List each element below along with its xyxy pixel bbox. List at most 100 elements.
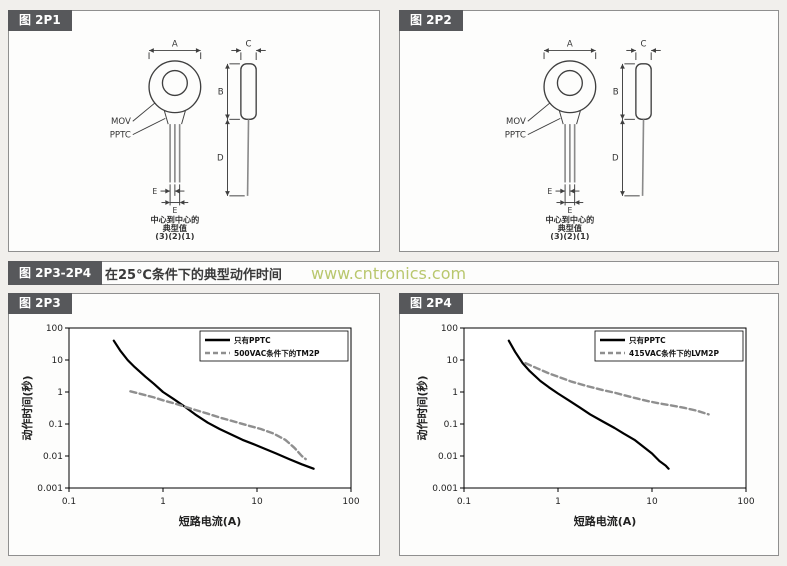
watermark-text: www.cntronics.com bbox=[311, 264, 467, 283]
mov-disc bbox=[543, 60, 597, 114]
component-drawing: A MOV PPTC bbox=[110, 40, 266, 240]
dimension-d: D bbox=[612, 119, 640, 197]
y-tick-label: 0.1 bbox=[444, 420, 458, 430]
pptc-body bbox=[558, 110, 581, 125]
dim-e-label-2: E bbox=[567, 206, 572, 215]
component-leads bbox=[169, 124, 181, 183]
y-tick-label: 1 bbox=[57, 388, 63, 398]
series-line-solid bbox=[112, 339, 315, 470]
series-line-dashed bbox=[524, 361, 710, 416]
component-side-view bbox=[240, 63, 257, 196]
series-line-solid bbox=[507, 339, 670, 470]
mov-disc bbox=[148, 60, 202, 114]
dim-d-label: D bbox=[217, 153, 224, 163]
x-tick-label: 100 bbox=[737, 497, 754, 507]
legend-box bbox=[594, 330, 744, 362]
panel-2p3-tag: 图 2P3 bbox=[8, 293, 72, 314]
section-header-tag: 图 2P3-2P4 bbox=[8, 261, 103, 285]
panel-2p2-drawing-slot: A MOV PPTC bbox=[400, 35, 778, 240]
component-drawing: A MOV PPTC bbox=[505, 40, 661, 240]
panel-2p1-drawing-slot: A MOV PPTC bbox=[9, 35, 379, 240]
dimension-e: E E bbox=[152, 184, 189, 215]
panel-2p4-chart-wrap: 0.1 1 10 100 100 10 1 0.1 0.01 0.001 只有PPTC 415VAC条… bbox=[400, 320, 778, 532]
panel-2p2-tag: 图 2P2 bbox=[399, 10, 463, 31]
pptc-callout: PPTC bbox=[505, 117, 561, 141]
dimension-a: A bbox=[148, 40, 202, 60]
dim-a-label: A bbox=[172, 40, 178, 50]
panel-2p1-tag: 图 2P1 bbox=[8, 10, 72, 31]
lead-spacing-caption: 中心到中心的 典型值 (3)(2)(1) bbox=[150, 215, 199, 240]
component-leads bbox=[564, 124, 576, 183]
dim-c-label: C bbox=[246, 40, 252, 50]
chart-2p4: 0.1 1 10 100 100 10 1 0.1 0.01 0.001 只有PPTC 415VAC条… bbox=[415, 324, 755, 528]
section-title: 在25℃条件下的典型动作时间 bbox=[105, 267, 282, 283]
x-tick-label: 10 bbox=[251, 497, 263, 507]
dimension-c: C bbox=[231, 40, 266, 61]
y-tick-label: 10 bbox=[447, 356, 459, 366]
y-axis-label: 动作时间(秒) bbox=[415, 375, 429, 440]
dimension-d: D bbox=[217, 119, 245, 197]
y-tick-label: 10 bbox=[52, 356, 64, 366]
dimension-c: C bbox=[626, 40, 661, 61]
y-tick-label: 100 bbox=[46, 324, 63, 334]
mov-label: MOV bbox=[111, 117, 131, 127]
panel-2p4-tag: 图 2P4 bbox=[399, 293, 463, 314]
legend-label: 500VAC条件下的TM2P bbox=[234, 348, 320, 358]
caption-line2: 典型值 bbox=[163, 223, 187, 233]
dim-b-label: B bbox=[613, 87, 619, 97]
dim-c-label: C bbox=[641, 40, 647, 50]
dim-b-label: B bbox=[218, 87, 224, 97]
chart-2p3: 0.1 1 10 100 100 10 1 0.1 0.01 0.001 只有PPTC 500VAC条… bbox=[20, 324, 360, 528]
x-tick-label: 1 bbox=[160, 497, 166, 507]
y-tick-label: 100 bbox=[441, 324, 458, 334]
y-tick-label: 0.01 bbox=[43, 452, 63, 462]
section-header-bar: 图 2P3-2P4 在25℃条件下的典型动作时间 www.cntronics.c… bbox=[8, 261, 779, 285]
pptc-label: PPTC bbox=[505, 131, 526, 141]
y-tick-label: 0.01 bbox=[438, 452, 458, 462]
y-tick-label: 0.001 bbox=[432, 484, 458, 494]
caption-line1: 中心到中心的 bbox=[545, 215, 594, 225]
dim-d-label: D bbox=[612, 153, 619, 163]
panel-2p3-chart-wrap: 0.1 1 10 100 100 10 1 0.1 0.01 0.001 只有PPTC 500VAC条… bbox=[9, 320, 379, 532]
legend-label: 只有PPTC bbox=[234, 335, 271, 345]
dim-a-label: A bbox=[567, 40, 573, 50]
y-tick-label: 0.001 bbox=[37, 484, 63, 494]
x-axis-label: 短路电流(A) bbox=[574, 514, 637, 528]
dimension-e: E E bbox=[547, 184, 584, 215]
caption-line1: 中心到中心的 bbox=[150, 215, 199, 225]
dimension-b: B bbox=[218, 63, 240, 120]
panel-2p3: 图 2P3 0.1 1 10 100 100 10 1 0.1 0.01 0.001 只有PPTC 5… bbox=[8, 293, 380, 556]
panel-2p4: 图 2P4 0.1 1 10 100 100 10 1 0.1 0.01 0.001 只有PPTC 4… bbox=[399, 293, 779, 556]
mov-label: MOV bbox=[506, 117, 526, 127]
legend-label: 只有PPTC bbox=[629, 335, 666, 345]
x-tick-label: 0.1 bbox=[62, 497, 76, 507]
x-tick-label: 100 bbox=[342, 497, 359, 507]
legend-label: 415VAC条件下的LVM2P bbox=[629, 348, 719, 358]
mov-callout: MOV bbox=[506, 102, 551, 127]
series-line-dashed bbox=[129, 390, 307, 461]
panel-2p1: 图 2P1 A MOV PPTC bbox=[8, 10, 380, 252]
panel-2p2: 图 2P2 A MOV PPTC bbox=[399, 10, 779, 252]
caption-line2: 典型值 bbox=[558, 223, 582, 233]
dimension-a: A bbox=[543, 40, 597, 60]
y-axis-label: 动作时间(秒) bbox=[20, 375, 34, 440]
y-tick-label: 0.1 bbox=[49, 420, 63, 430]
x-tick-label: 1 bbox=[555, 497, 561, 507]
pptc-label: PPTC bbox=[110, 131, 131, 141]
dim-e-label-1: E bbox=[547, 187, 552, 196]
dimension-b: B bbox=[613, 63, 635, 120]
component-side-view bbox=[635, 63, 652, 196]
caption-line3: (3)(2)(1) bbox=[550, 231, 590, 240]
mov-callout: MOV bbox=[111, 102, 156, 127]
pptc-callout: PPTC bbox=[110, 117, 166, 141]
x-axis-label: 短路电流(A) bbox=[179, 514, 242, 528]
x-tick-label: 0.1 bbox=[457, 497, 471, 507]
lead-spacing-caption: 中心到中心的 典型值 (3)(2)(1) bbox=[545, 215, 594, 240]
x-tick-label: 10 bbox=[646, 497, 658, 507]
dim-e-label-1: E bbox=[152, 187, 157, 196]
caption-line3: (3)(2)(1) bbox=[155, 231, 195, 240]
y-tick-label: 1 bbox=[452, 388, 458, 398]
dim-e-label-2: E bbox=[172, 206, 177, 215]
pptc-body bbox=[163, 110, 186, 125]
